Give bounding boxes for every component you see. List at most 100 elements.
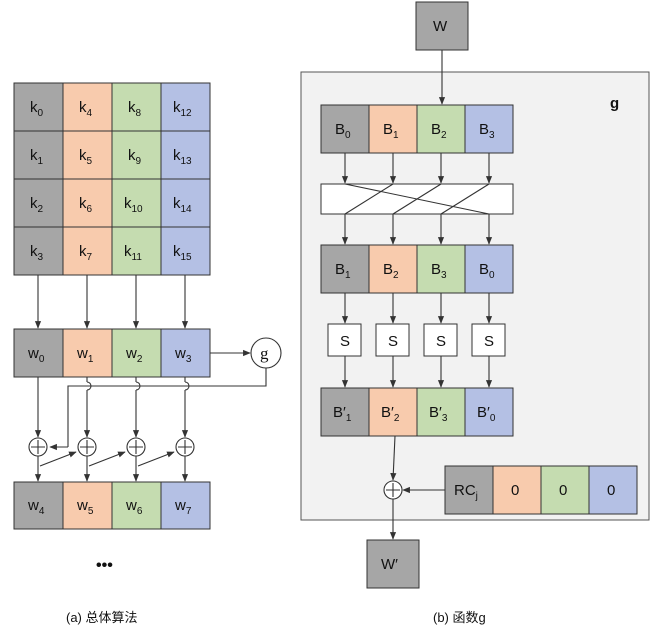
g-output-line bbox=[67, 368, 267, 447]
w-cell-w2 bbox=[111, 328, 162, 378]
w-label: w6 bbox=[125, 497, 143, 517]
rc-zero: 0 bbox=[511, 482, 519, 499]
w-row-2: w4 w5 w6 w7 bbox=[13, 481, 211, 530]
b-cell bbox=[464, 104, 514, 154]
output-w-prime-label: W′ bbox=[381, 556, 398, 573]
w-label: w0 bbox=[27, 345, 45, 365]
xor-plus bbox=[31, 440, 45, 454]
rotation-line bbox=[344, 183, 394, 215]
key-label: k11 bbox=[124, 243, 142, 263]
w-label: w5 bbox=[76, 497, 94, 517]
caption-b: (b) 函数g bbox=[433, 610, 486, 625]
key-label: k0 bbox=[30, 99, 44, 119]
key-cell-k9 bbox=[111, 130, 162, 180]
b-row-2: B1 B2 B3 B0 bbox=[320, 244, 514, 294]
key-cell-k11 bbox=[111, 226, 162, 276]
xor-plus bbox=[386, 483, 400, 497]
b-label: B2 bbox=[431, 121, 447, 141]
key-label: k6 bbox=[79, 195, 93, 215]
key-label: k13 bbox=[173, 147, 192, 167]
rotation-line bbox=[392, 183, 442, 215]
sbox-label: S bbox=[340, 333, 350, 350]
key-label: k1 bbox=[30, 147, 44, 167]
key-label: k9 bbox=[128, 147, 142, 167]
xor-row bbox=[28, 437, 195, 457]
key-cell-k4 bbox=[62, 82, 113, 132]
line-hop bbox=[86, 381, 92, 391]
key-cell-k13 bbox=[160, 130, 211, 180]
key-cell-k3 bbox=[13, 226, 64, 276]
panel-label: g bbox=[610, 95, 619, 112]
b-label: B2 bbox=[383, 261, 399, 281]
line-hop bbox=[135, 381, 141, 391]
input-w-label: W bbox=[433, 18, 448, 35]
xor-plus bbox=[80, 440, 94, 454]
key-label: k14 bbox=[173, 195, 192, 215]
key-cell-k7 bbox=[62, 226, 113, 276]
key-label: k2 bbox=[30, 195, 44, 215]
arrow bbox=[390, 435, 397, 481]
b-prime-cell bbox=[464, 387, 514, 437]
key-label: k7 bbox=[79, 243, 93, 263]
b-label: B1 bbox=[383, 121, 399, 141]
output-w-prime-box bbox=[366, 539, 420, 589]
rotation-line bbox=[440, 183, 490, 215]
caption-a: (a) 总体算法 bbox=[66, 610, 138, 625]
key-label: k4 bbox=[79, 99, 93, 119]
key-cell-k10 bbox=[111, 178, 162, 228]
key-cell-k12 bbox=[160, 82, 211, 132]
w-cell-w7 bbox=[160, 481, 211, 530]
w-cell-w4 bbox=[13, 481, 64, 530]
b-prime-cell bbox=[416, 387, 466, 437]
key-label: k12 bbox=[173, 99, 192, 119]
key-cell-k14 bbox=[160, 178, 211, 228]
sbox-label: S bbox=[484, 333, 494, 350]
sbox bbox=[327, 323, 362, 357]
sbox-label: S bbox=[436, 333, 446, 350]
rc-cell bbox=[492, 465, 542, 515]
w-row-1: w0 w1 w2 w3 bbox=[13, 328, 211, 378]
rc-label: RCj bbox=[454, 482, 478, 502]
rc-cell bbox=[588, 465, 638, 515]
b-row-1: B0 B1 B2 B3 bbox=[320, 104, 514, 154]
key-cell-k6 bbox=[62, 178, 113, 228]
key-cell-k2 bbox=[13, 178, 64, 228]
rc-row: RCj 0 0 0 bbox=[444, 465, 638, 515]
key-cell-k0 bbox=[13, 82, 64, 132]
b-prime-label: B′0 bbox=[477, 404, 496, 424]
ellipsis: ••• bbox=[96, 557, 113, 574]
sbox bbox=[375, 323, 410, 357]
b-label: B0 bbox=[479, 261, 495, 281]
b-prime-label: B′3 bbox=[429, 404, 448, 424]
w-label: w3 bbox=[174, 345, 192, 365]
key-cell-k1 bbox=[13, 130, 64, 180]
key-label: k10 bbox=[124, 195, 143, 215]
line-hop bbox=[184, 381, 190, 391]
w-cell-w3 bbox=[160, 328, 211, 378]
b-label: B0 bbox=[335, 121, 351, 141]
b-prime-cell bbox=[320, 387, 370, 437]
w-cell-w6 bbox=[111, 481, 162, 530]
key-cell-k5 bbox=[62, 130, 113, 180]
rc-zero: 0 bbox=[559, 482, 567, 499]
key-cell-k15 bbox=[160, 226, 211, 276]
w-cell-w1 bbox=[62, 328, 113, 378]
chain-arrow bbox=[137, 451, 175, 467]
overall-algorithm: k0 k4 k8 k12 k1 k5 k9 k13 k2 k6 k10 k14 … bbox=[13, 82, 282, 625]
b-prime-label: B′2 bbox=[381, 404, 400, 424]
rc-cell bbox=[540, 465, 590, 515]
sbox bbox=[423, 323, 458, 357]
key-label: k15 bbox=[173, 243, 192, 263]
key-cell-k8 bbox=[111, 82, 162, 132]
b-prime-label: B′1 bbox=[333, 404, 352, 424]
b-cell bbox=[320, 104, 370, 154]
rc-cell bbox=[444, 465, 494, 515]
sbox-label: S bbox=[388, 333, 398, 350]
key-label: k3 bbox=[30, 243, 44, 263]
key-grid: k0 k4 k8 k12 k1 k5 k9 k13 k2 k6 k10 k14 … bbox=[13, 82, 211, 276]
b-cell bbox=[464, 244, 514, 294]
w-label: w4 bbox=[27, 497, 45, 517]
sbox bbox=[471, 323, 506, 357]
g-label: g bbox=[260, 344, 269, 363]
